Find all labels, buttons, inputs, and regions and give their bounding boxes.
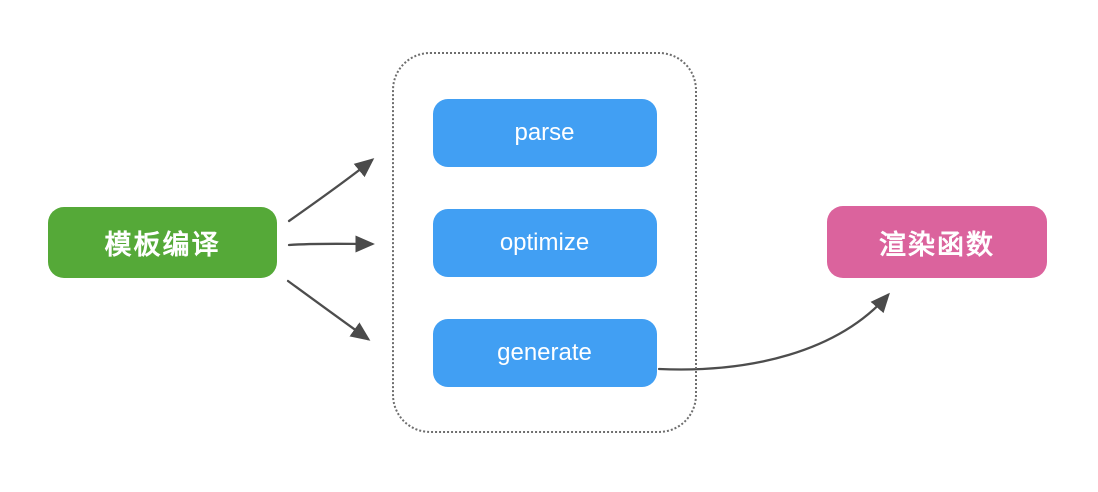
node-template-compile: 模板编译: [48, 207, 277, 278]
arrow-source-to-parse: [287, 158, 375, 223]
node-parse-label: parse: [514, 118, 575, 146]
node-optimize: optimize: [432, 208, 657, 277]
node-render-function: 渲染函数: [827, 206, 1047, 278]
node-generate: generate: [432, 318, 657, 387]
node-render-function-label: 渲染函数: [879, 229, 995, 260]
node-parse: parse: [432, 98, 657, 167]
arrow-source-to-optimize: [287, 235, 375, 253]
node-template-compile-label: 模板编译: [104, 230, 221, 260]
compiler-phases-container: parse optimize generate: [392, 52, 697, 433]
arrow-source-to-generate: [286, 279, 371, 341]
node-generate-label: generate: [497, 338, 592, 366]
node-optimize-label: optimize: [499, 228, 590, 256]
